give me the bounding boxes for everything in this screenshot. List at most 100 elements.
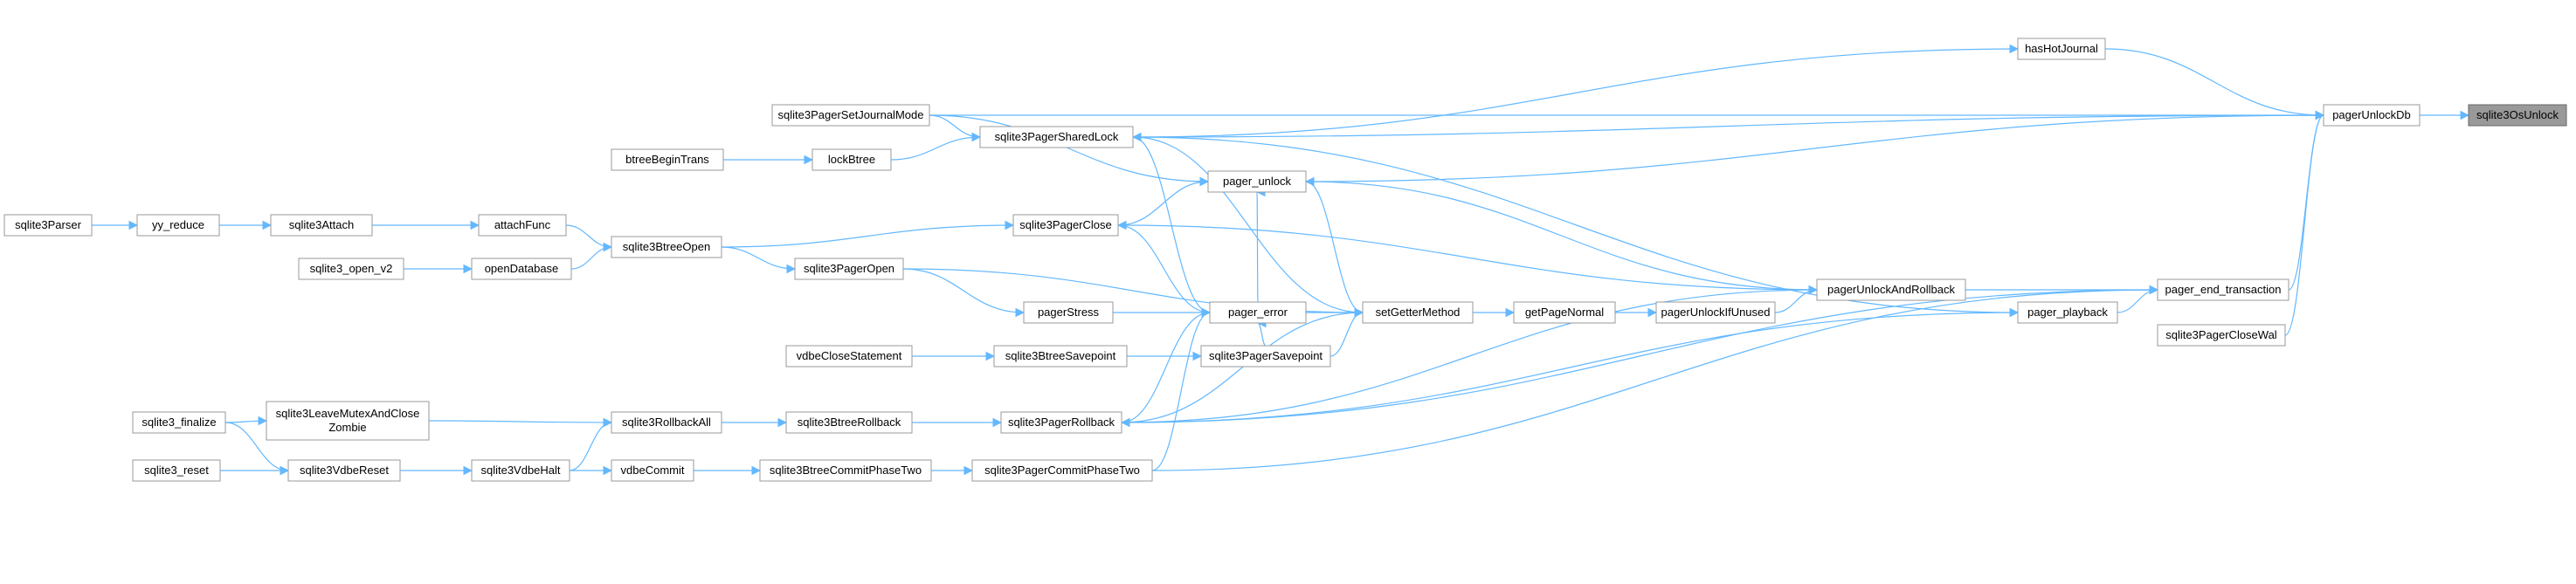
node-label: pagerUnlockIfUnused xyxy=(1661,306,1770,319)
edge-n2-n1 xyxy=(2104,48,2325,120)
node-label: sqlite3PagerCommitPhaseTwo xyxy=(984,464,1140,477)
node-n25[interactable]: sqlite3PagerCloseWal xyxy=(2157,324,2286,347)
node-label: sqlite3VdbeReset xyxy=(300,464,389,477)
node-label: sqlite3_finalize xyxy=(142,416,216,429)
node-n26[interactable]: vdbeCloseStatement xyxy=(785,345,913,368)
node-n3[interactable]: sqlite3PagerSetJournalMode xyxy=(771,104,930,127)
node-n27[interactable]: sqlite3BtreeSavepoint xyxy=(993,345,1128,368)
node-label: pagerUnlockAndRollback xyxy=(1827,283,1955,296)
node-label: sqlite3PagerClose xyxy=(1019,218,1112,231)
edge-n4-n23 xyxy=(1132,136,2020,318)
node-n19[interactable]: setGetterMethod xyxy=(1362,301,1474,324)
node-box xyxy=(1362,301,1474,324)
node-label: sqlite3PagerRollback xyxy=(1008,416,1115,429)
node-box xyxy=(611,236,722,258)
node-box xyxy=(785,411,913,434)
node-box xyxy=(471,459,570,482)
node-label: pagerUnlockDb xyxy=(2332,108,2411,121)
node-n18[interactable]: pager_error xyxy=(1209,301,1307,324)
node-box xyxy=(811,148,892,171)
node-n24[interactable]: pager_end_transaction xyxy=(2157,278,2289,301)
node-label: pagerStress xyxy=(1038,306,1100,319)
node-label: vdbeCommit xyxy=(621,464,685,477)
edge-n3-n7 xyxy=(929,114,1210,187)
edge-n4-n2 xyxy=(1132,44,2020,138)
edge-n33-n19 xyxy=(1121,307,1364,423)
node-label: sqlite3BtreeCommitPhaseTwo xyxy=(770,464,922,477)
node-n39[interactable]: sqlite3PagerCommitPhaseTwo xyxy=(971,459,1153,482)
node-n14[interactable]: sqlite3_open_v2 xyxy=(298,258,404,280)
node-n22[interactable]: pagerUnlockAndRollback xyxy=(1816,278,1966,301)
node-label: sqlite3_reset xyxy=(144,464,209,477)
node-n17[interactable]: pagerStress xyxy=(1023,301,1114,324)
node-n33[interactable]: sqlite3PagerRollback xyxy=(1000,411,1122,434)
node-n29[interactable]: sqlite3_finalize xyxy=(132,411,226,434)
node-box xyxy=(771,104,930,127)
node-n2[interactable]: hasHotJournal xyxy=(2017,38,2106,60)
edge-n18-n7 xyxy=(1255,189,1267,303)
node-n28[interactable]: sqlite3PagerSavepoint xyxy=(1200,345,1331,368)
node-n37[interactable]: vdbeCommit xyxy=(611,459,694,482)
node-label: sqlite3PagerSharedLock xyxy=(995,130,1119,143)
node-label: pager_unlock xyxy=(1223,175,1292,188)
node-n10[interactable]: sqlite3Attach xyxy=(270,214,373,237)
node-box xyxy=(298,258,404,280)
node-n0[interactable]: sqlite3OsUnlock xyxy=(2468,104,2567,127)
node-n4[interactable]: sqlite3PagerSharedLock xyxy=(979,126,1134,148)
node-label: sqlite3LeaveMutexAndClose xyxy=(276,407,420,420)
node-n13[interactable]: sqlite3PagerClose xyxy=(1012,214,1119,237)
edge-n30-n31 xyxy=(428,417,613,428)
node-box xyxy=(979,126,1134,148)
node-box xyxy=(611,411,722,434)
node-label: sqlite3BtreeOpen xyxy=(623,240,710,253)
node-n21[interactable]: pagerUnlockIfUnused xyxy=(1655,301,1776,324)
node-n9[interactable]: yy_reduce xyxy=(136,214,220,237)
node-n15[interactable]: openDatabase xyxy=(471,258,572,280)
node-n32[interactable]: sqlite3BtreeRollback xyxy=(785,411,913,434)
node-label: lockBtree xyxy=(828,153,875,166)
node-label: sqlite3Attach xyxy=(289,218,354,231)
node-label: sqlite3PagerSetJournalMode xyxy=(778,108,924,121)
node-box xyxy=(611,148,724,171)
node-n31[interactable]: sqlite3RollbackAll xyxy=(611,411,722,434)
node-box xyxy=(2157,324,2286,347)
node-n6[interactable]: lockBtree xyxy=(811,148,892,171)
node-n1[interactable]: pagerUnlockDb xyxy=(2323,104,2421,127)
edge-n7-n1 xyxy=(1305,110,2325,182)
edge-n18-n4 xyxy=(1131,132,1211,313)
node-box xyxy=(3,214,93,237)
node-box xyxy=(785,345,913,368)
edge-n12-n13 xyxy=(721,220,1015,248)
node-box xyxy=(1000,411,1122,434)
node-n23[interactable]: pager_playback xyxy=(2017,301,2118,324)
node-n11[interactable]: attachFunc xyxy=(478,214,567,237)
node-n20[interactable]: getPageNormal xyxy=(1513,301,1616,324)
node-n12[interactable]: sqlite3BtreeOpen xyxy=(611,236,722,258)
edge-n6-n4 xyxy=(890,132,982,161)
node-box xyxy=(2468,104,2567,127)
node-label: vdbeCloseStatement xyxy=(797,349,902,362)
node-box xyxy=(132,411,226,434)
node-box xyxy=(759,459,932,482)
node-box xyxy=(1513,301,1616,324)
node-n8[interactable]: sqlite3Parser xyxy=(3,214,93,237)
node-label: sqlite3BtreeSavepoint xyxy=(1005,349,1116,362)
node-n16[interactable]: sqlite3PagerOpen xyxy=(794,258,904,280)
node-label: pager_end_transaction xyxy=(2165,283,2282,296)
edge-n33-n24 xyxy=(1121,285,2159,423)
node-n38[interactable]: sqlite3BtreeCommitPhaseTwo xyxy=(759,459,932,482)
node-label: sqlite3PagerCloseWal xyxy=(2165,328,2277,341)
node-n7[interactable]: pager_unlock xyxy=(1207,170,1307,193)
node-n35[interactable]: sqlite3VdbeReset xyxy=(287,459,401,482)
node-box xyxy=(1200,345,1331,368)
edge-n11-n12 xyxy=(565,224,613,252)
edge-n13-n22 xyxy=(1117,224,1819,295)
node-n5[interactable]: btreeBeginTrans xyxy=(611,148,724,171)
node-n34[interactable]: sqlite3_reset xyxy=(132,459,221,482)
edge-n28-n19 xyxy=(1329,307,1364,357)
node-n36[interactable]: sqlite3VdbeHalt xyxy=(471,459,570,482)
node-label: hasHotJournal xyxy=(2025,42,2098,55)
node-label: sqlite3Parser xyxy=(15,218,82,231)
edge-n13-n7 xyxy=(1117,176,1210,226)
